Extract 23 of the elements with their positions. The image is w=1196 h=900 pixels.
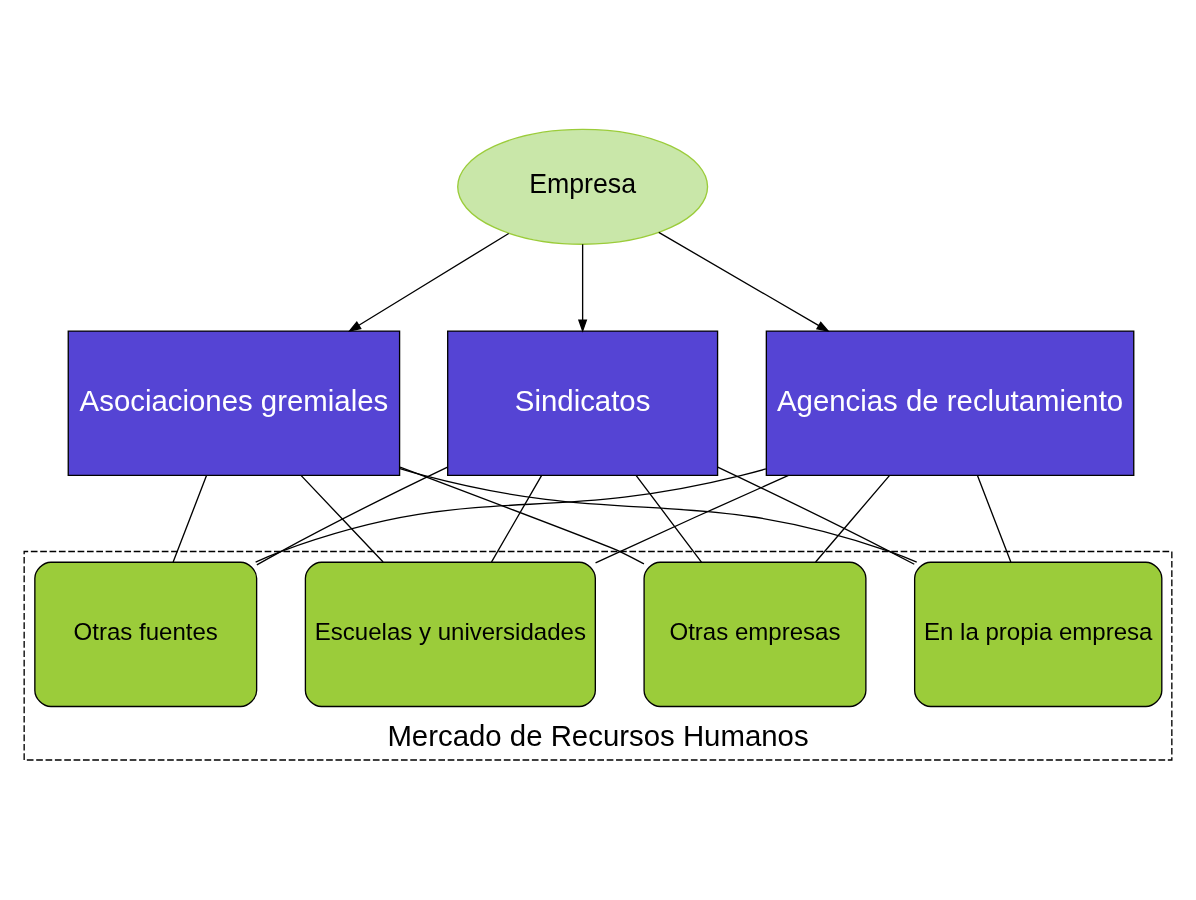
connector (256, 466, 449, 566)
connector (594, 474, 790, 564)
connector (976, 474, 1012, 563)
connector (814, 474, 891, 563)
connector (399, 466, 645, 565)
node-box: Agencias de reclutamiento (765, 330, 1135, 477)
node-box: Otras fuentes (34, 561, 258, 708)
connector (635, 474, 703, 563)
arrow (577, 243, 588, 333)
connector (300, 474, 384, 563)
connector (717, 466, 915, 565)
arrow (347, 232, 510, 333)
connector (490, 474, 543, 563)
node-box: En la propia empresa (914, 561, 1163, 708)
arrow (658, 231, 830, 332)
node-box: Otras empresas (643, 561, 867, 708)
connector (254, 468, 767, 563)
node-box: Escuelas y universidades (304, 561, 596, 708)
node-ellipse: Empresa (457, 128, 709, 245)
connector (172, 474, 208, 563)
node-box: Asociaciones gremiales (67, 330, 401, 477)
node-box: Sindicatos (447, 330, 719, 477)
connector (399, 467, 918, 563)
